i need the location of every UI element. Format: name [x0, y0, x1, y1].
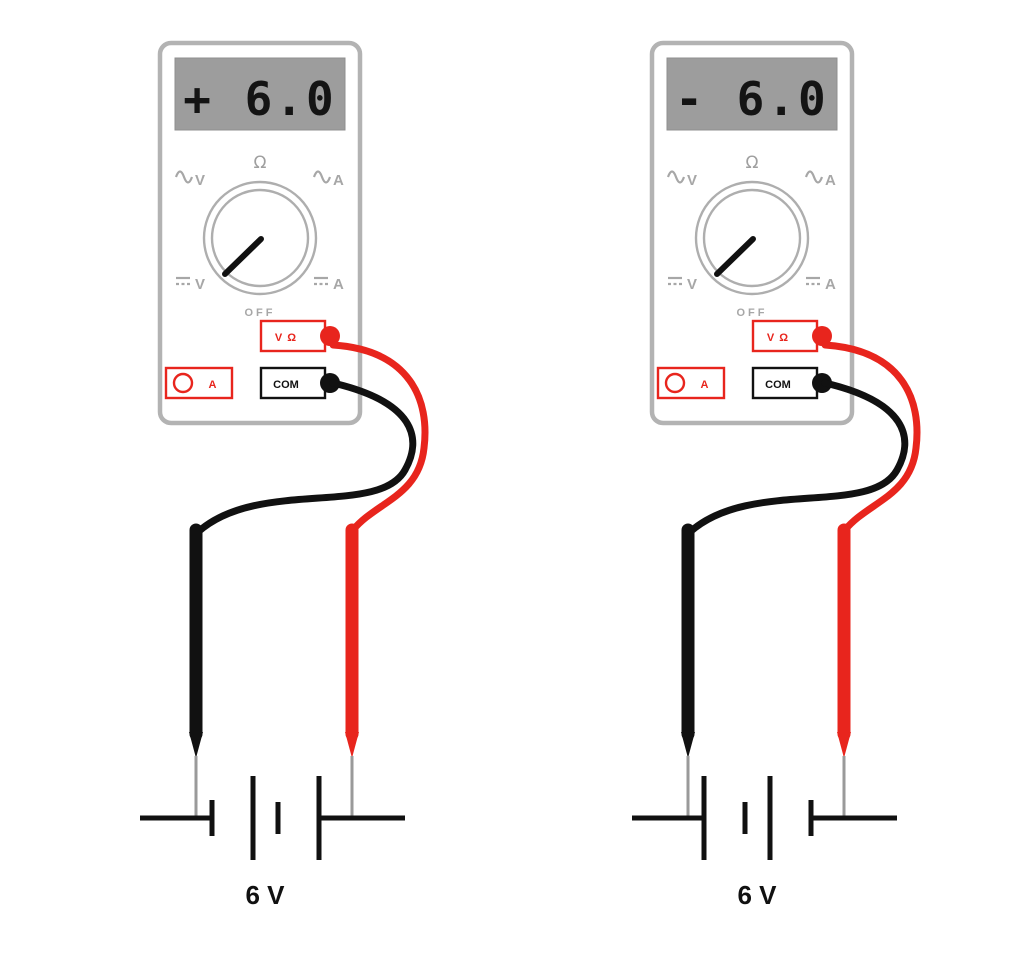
com-jack-box	[751, 366, 819, 400]
vohm-jack-hole	[812, 326, 832, 346]
ac-volts-letter: V	[195, 172, 205, 189]
com-jack-label: COM	[765, 379, 791, 391]
ohms-range-label: Ω	[254, 153, 267, 173]
amp-jack-label: A	[701, 379, 710, 391]
black-probe	[189, 523, 203, 818]
vohm-jack-label: V Ω	[275, 332, 297, 344]
sine-wave-icon	[666, 170, 686, 184]
battery-symbol	[140, 776, 405, 860]
dc-volts-letter: V	[687, 276, 697, 293]
com-jack: COM	[751, 366, 832, 400]
dc-volts-symbol: V	[176, 276, 205, 293]
ac-amps-letter: A	[825, 172, 836, 189]
dial-off-label: OFF	[737, 307, 768, 319]
black-probe	[681, 523, 695, 818]
black-probe-tip	[189, 732, 203, 758]
sine-wave-icon	[804, 170, 824, 184]
battery-voltage-label: 6 V	[737, 880, 777, 910]
black-test-lead	[686, 379, 909, 536]
multimeter-circuit-right: - 6.0 Ω V A V	[612, 18, 1013, 958]
ac-volts-letter: V	[687, 172, 697, 189]
ac-volts-symbol: V	[174, 170, 205, 189]
lcd-display	[666, 57, 838, 131]
com-jack-box	[259, 366, 327, 400]
red-probe-tip	[345, 732, 359, 758]
vohm-jack: V Ω	[259, 319, 340, 353]
red-probe	[837, 523, 851, 818]
ac-amps-symbol: A	[804, 170, 836, 189]
dial-inner-ring	[210, 188, 310, 288]
com-jack: COM	[259, 366, 340, 400]
dc-volts-letter: V	[195, 276, 205, 293]
amp-jack-label: A	[209, 379, 218, 391]
dc-volts-symbol: V	[668, 276, 697, 293]
dc-amps-symbol: A	[314, 276, 344, 293]
dial-pointer	[222, 236, 264, 277]
black-probe-tip	[681, 732, 695, 758]
rotary-dial	[694, 180, 810, 296]
vohm-jack-hole	[320, 326, 340, 346]
dc-amps-letter: A	[333, 276, 344, 293]
ac-volts-symbol: V	[666, 170, 697, 189]
battery-voltage-label: 6 V	[245, 880, 285, 910]
dial-outer-ring	[694, 180, 810, 296]
vohm-jack-label: V Ω	[767, 332, 789, 344]
red-test-lead	[821, 341, 921, 534]
sine-wave-icon	[174, 170, 194, 184]
display-reading: + 6.0	[183, 72, 336, 126]
red-probe-tip	[837, 732, 851, 758]
ohms-range-label: Ω	[746, 153, 759, 173]
display-reading: - 6.0	[675, 72, 828, 126]
amp-jack-box	[164, 366, 234, 400]
ac-amps-symbol: A	[312, 170, 344, 189]
dial-pointer	[714, 236, 756, 277]
battery-symbol	[632, 776, 897, 860]
amp-jack-hole	[172, 372, 194, 394]
dc-amps-symbol: A	[806, 276, 836, 293]
dial-outer-ring	[202, 180, 318, 296]
amp-jack: A	[164, 366, 234, 400]
multimeter-diagram-left: + 6.0 Ω V A V	[140, 40, 429, 910]
com-jack-label: COM	[273, 379, 299, 391]
dial-off-label: OFF	[245, 307, 276, 319]
vohm-jack-box	[751, 319, 819, 353]
rotary-dial	[202, 180, 318, 296]
black-test-lead	[194, 379, 417, 536]
sine-wave-icon	[312, 170, 332, 184]
lcd-display	[174, 57, 346, 131]
vohm-jack: V Ω	[751, 319, 832, 353]
red-test-lead	[329, 341, 429, 534]
amp-jack-hole	[664, 372, 686, 394]
dc-amps-letter: A	[825, 276, 836, 293]
dial-inner-ring	[702, 188, 802, 288]
multimeter-circuit-left: + 6.0 Ω V A V	[120, 18, 560, 958]
ac-amps-letter: A	[333, 172, 344, 189]
red-probe	[345, 523, 359, 818]
multimeter-diagram-right: - 6.0 Ω V A V	[632, 40, 921, 910]
amp-jack: A	[656, 366, 726, 400]
